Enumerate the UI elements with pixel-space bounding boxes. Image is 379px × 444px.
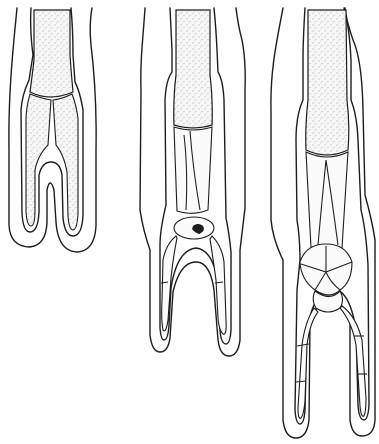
right-branch: [340, 306, 366, 416]
right-branch: [210, 236, 226, 334]
stalk-cell: [306, 10, 349, 155]
middle-cell: [174, 127, 212, 213]
panel-stage-two: [140, 8, 245, 356]
left-branch: [298, 308, 318, 418]
stalk-cell: [174, 10, 213, 128]
right-stipe: [53, 94, 78, 230]
stalk-cell: [30, 10, 73, 97]
panel-stage-one: [9, 8, 96, 252]
panel-stage-three: [271, 8, 375, 438]
